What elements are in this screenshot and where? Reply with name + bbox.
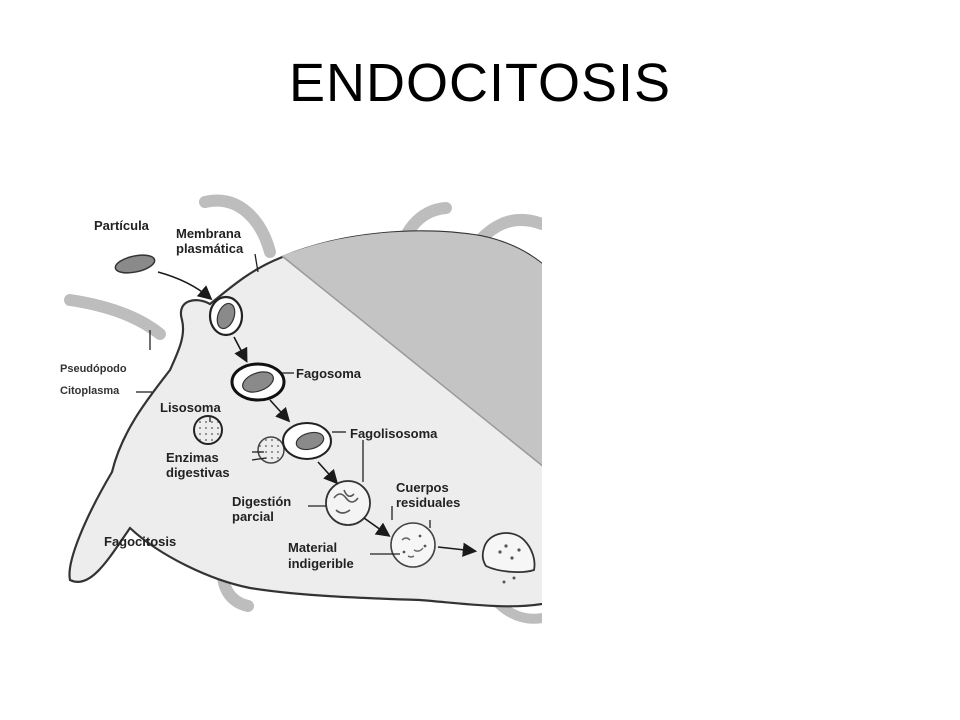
label-fagolisosoma: Fagolisosoma [350, 426, 438, 441]
phagosome-particle [242, 371, 274, 393]
arrow-particle-to-membrane [157, 271, 213, 301]
phagolysosome-particle [295, 431, 325, 451]
pseudopod-top-left [199, 194, 276, 258]
slide-title: ENDOCITOSIS [288, 53, 672, 113]
label-citoplasma: Citoplasma [60, 385, 120, 397]
exocytosis-vesicle [481, 532, 536, 573]
lysosome [193, 415, 223, 445]
arrow-to-exocytosis [437, 542, 478, 557]
label-digestion-2: parcial [232, 509, 274, 524]
arrow-to-phagolysosome [269, 399, 291, 423]
label-fagosoma: Fagosoma [296, 366, 362, 381]
label-cuerpos-2: residuales [396, 495, 460, 510]
label-membrana-1: Membrana [176, 226, 242, 241]
label-material-1: Material [288, 540, 337, 555]
engulfed-particle [216, 302, 236, 330]
particle [114, 254, 156, 274]
cytoplasm-shading-line [281, 255, 542, 467]
label-enzimas-1: Enzimas [166, 450, 219, 465]
arrow-to-phagosome [233, 336, 248, 363]
enzyme-vesicle [257, 436, 285, 464]
label-material-2: indigerible [288, 556, 354, 571]
pseudopod-left [64, 294, 166, 340]
label-particula: Partícula [94, 218, 150, 233]
label-pseudopodo: Pseudópodo [60, 363, 127, 375]
cytoplasm-shading [282, 231, 542, 466]
label-cuerpos-1: Cuerpos [396, 480, 449, 495]
residual-body [390, 522, 436, 568]
label-digestion-1: Digestión [232, 494, 291, 509]
partial-digestion-vesicle [325, 480, 371, 526]
label-fagocitosis: Fagocitosis [104, 534, 176, 549]
label-lisosoma: Lisosoma [160, 400, 221, 415]
arrow-to-digestion [317, 461, 339, 485]
label-membrana-2: plasmática [176, 241, 244, 256]
arrow-to-residual [363, 517, 391, 537]
label-enzimas-2: digestivas [166, 465, 230, 480]
